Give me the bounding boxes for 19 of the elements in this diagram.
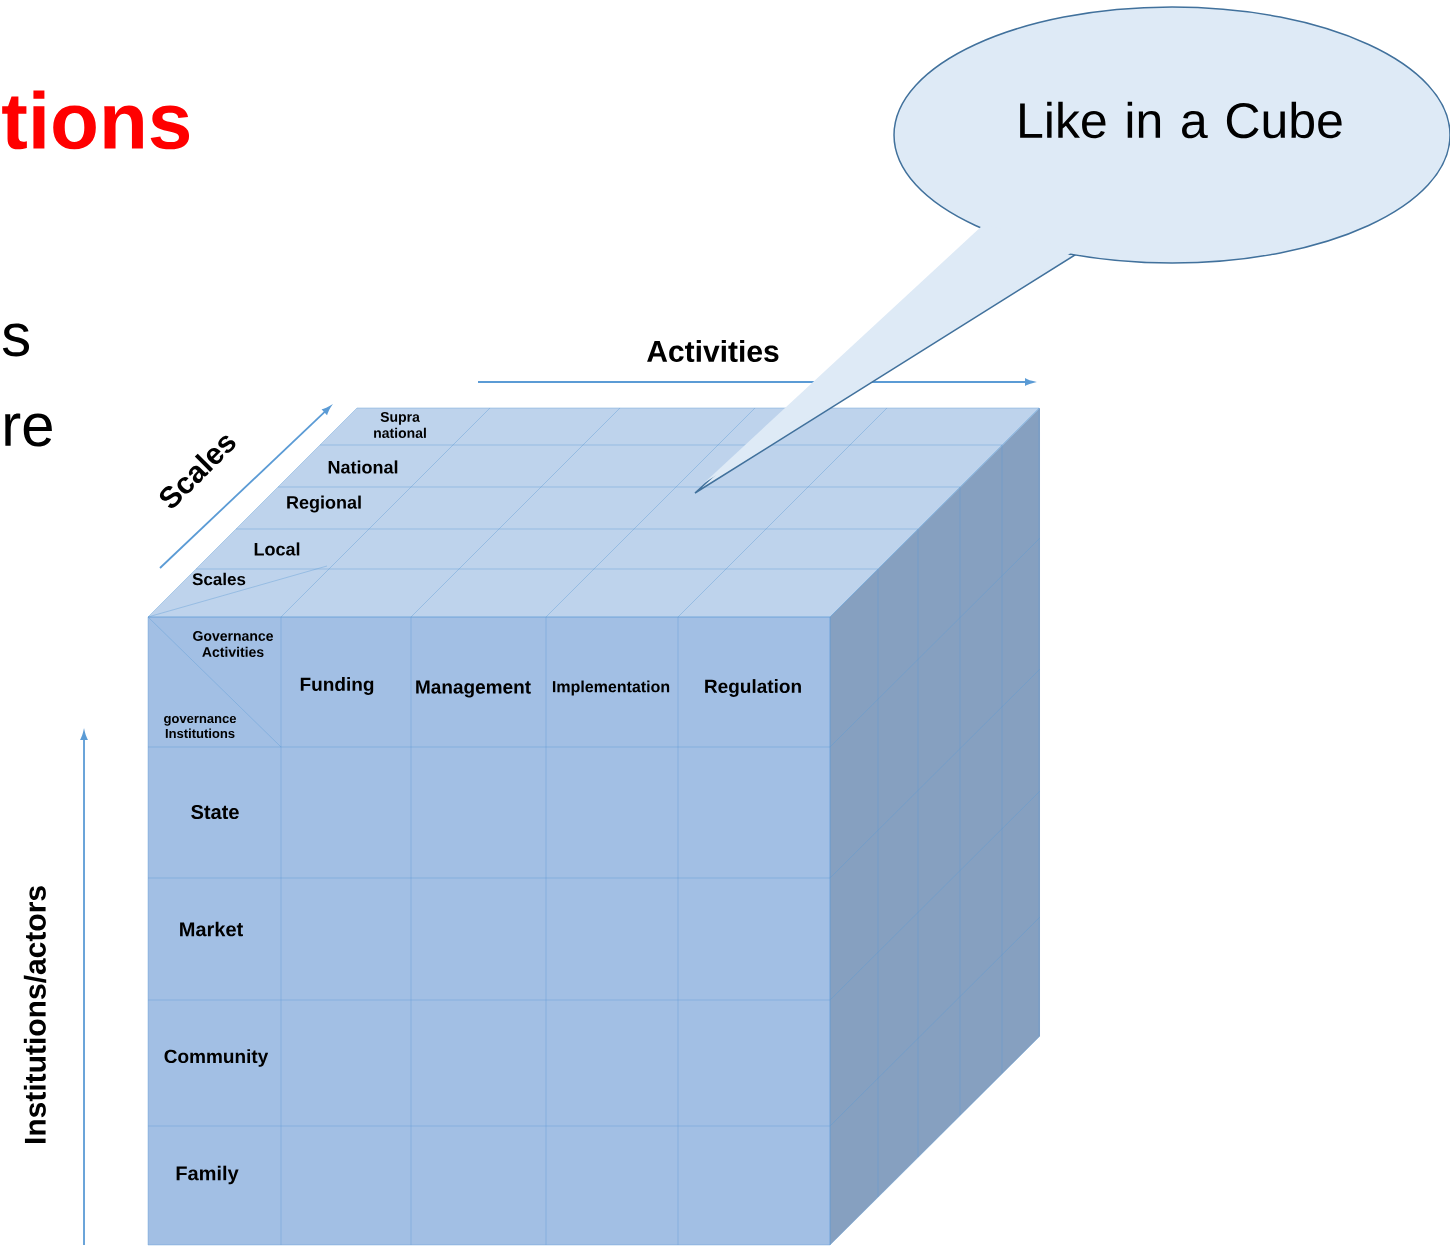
column-header: Implementation — [552, 680, 670, 696]
axis-label: Institutions/actors — [23, 886, 47, 1143]
row-header: State — [191, 804, 239, 820]
column-header: Management — [416, 680, 531, 698]
header-label: Governance Activities — [193, 631, 273, 657]
column-header: Funding — [300, 677, 374, 695]
header-label: Scales — [192, 572, 246, 586]
scale-label: Supra national — [374, 412, 426, 438]
row-header: Family — [176, 1165, 239, 1185]
scale-label: National — [328, 460, 398, 474]
heading-fragment: tions — [2, 90, 190, 150]
text-fragment: re — [5, 413, 52, 447]
row-header: Market — [180, 921, 243, 937]
row-header: Community — [164, 1049, 269, 1067]
scale-label: Regional — [287, 495, 361, 513]
text-fragment: s — [2, 323, 30, 357]
column-header: Regulation — [705, 679, 801, 697]
header-label: governance Institutions — [164, 715, 237, 739]
scale-label: Local — [254, 542, 300, 556]
